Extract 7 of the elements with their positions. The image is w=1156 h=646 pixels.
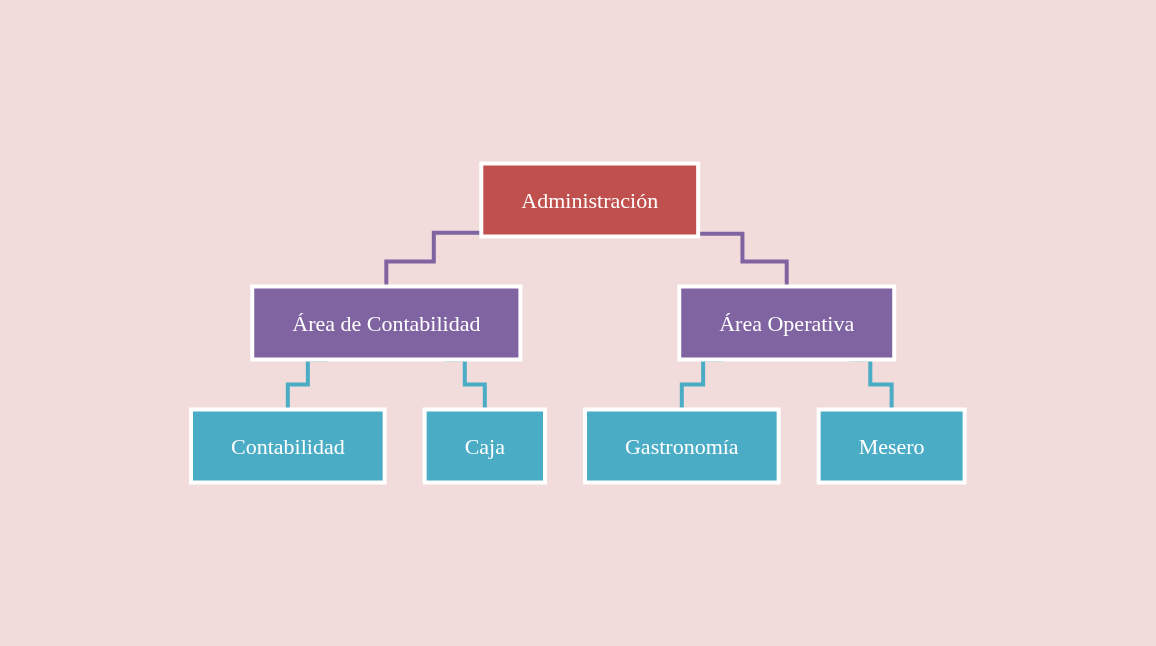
node-box: Área de Contabilidad bbox=[250, 284, 523, 362]
node-box: Administración bbox=[479, 161, 701, 239]
node-box: Contabilidad bbox=[189, 407, 387, 485]
node-box: Mesero bbox=[816, 407, 967, 485]
node-box: Gastronomía bbox=[583, 407, 781, 485]
node-box: Caja bbox=[422, 407, 548, 485]
node-box: Área Operativa bbox=[677, 284, 897, 362]
